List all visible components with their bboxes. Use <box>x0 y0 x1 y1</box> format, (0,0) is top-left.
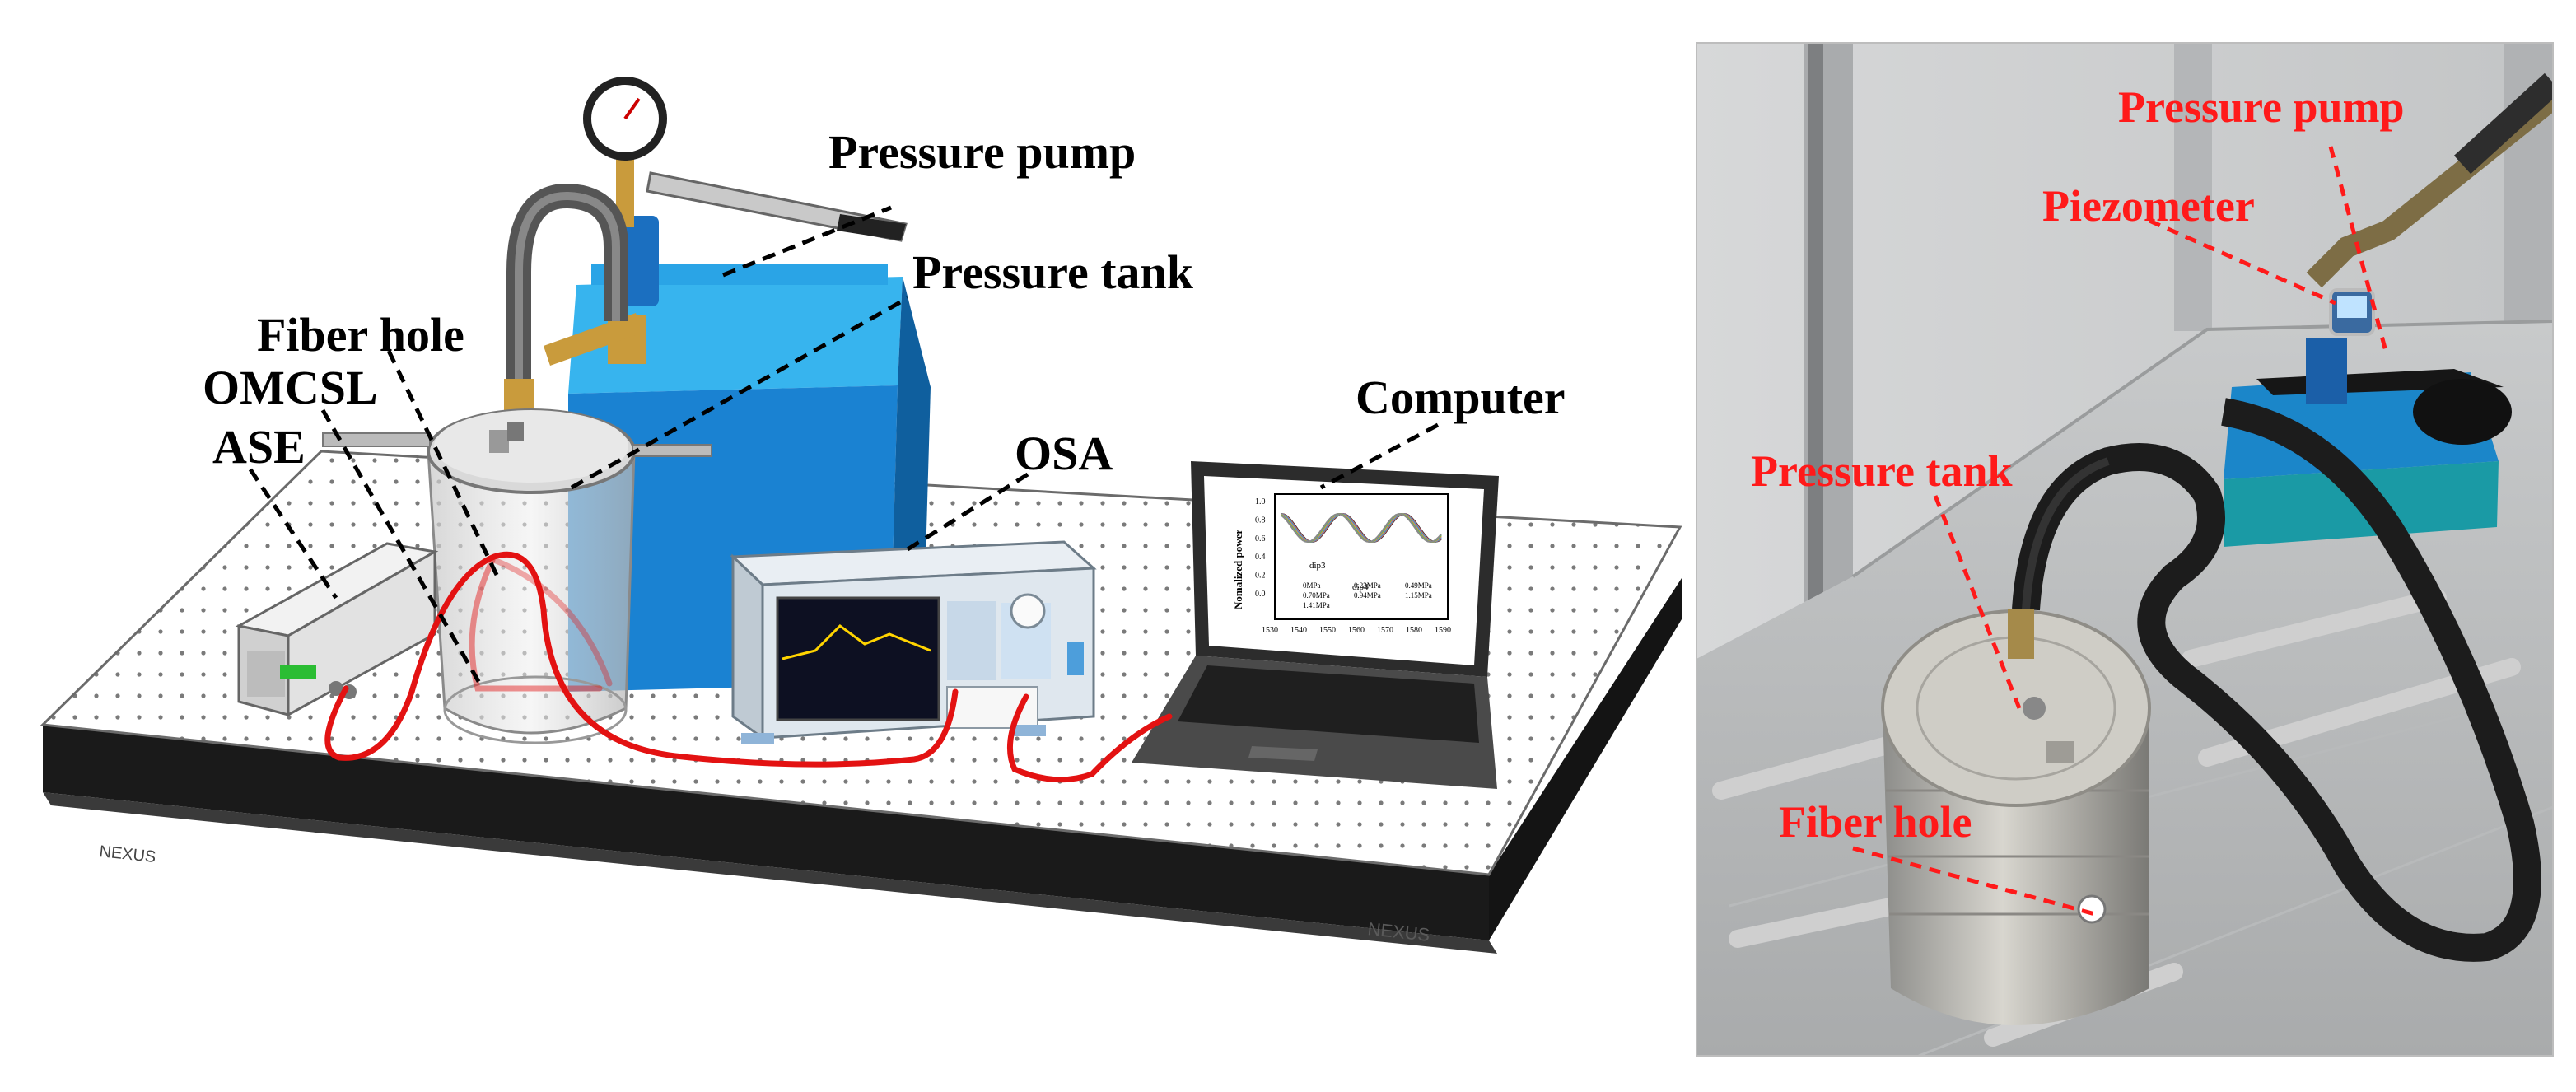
screen-plot-legend-entry: 0.94MPa <box>1354 591 1381 600</box>
schematic: NEXUS NEXUS <box>40 77 1682 954</box>
leader-pressure-tank <box>570 296 909 490</box>
leader-osa <box>899 472 1029 556</box>
leader-omcsl <box>320 408 485 690</box>
leader-ase <box>248 468 338 600</box>
ase-device <box>235 542 439 717</box>
label-omcsl: OMCSL <box>203 361 378 414</box>
label-pressure-tank: Pressure tank <box>912 245 1194 299</box>
screen-plot-xtick: 1590 <box>1435 626 1451 635</box>
screen-plot-xtick: 1560 <box>1348 626 1365 635</box>
screen-plot-ytick: 0.2 <box>1255 572 1266 581</box>
label-ase: ASE <box>212 420 306 474</box>
screen-plot-legend-entry: 1.41MPa <box>1303 601 1330 609</box>
leader-computer <box>1319 422 1440 490</box>
label-fiber-hole: Fiber hole <box>257 308 464 362</box>
screen-plot-ytick: 1.0 <box>1255 497 1266 506</box>
screen-plot-legend-entry: 0.23MPa <box>1354 581 1381 590</box>
screen-plot-xtick: 1580 <box>1406 626 1422 635</box>
osa-device <box>730 540 1097 744</box>
screen-plot-xtick: 1570 <box>1377 626 1393 635</box>
label-osa: OSA <box>1015 427 1113 480</box>
screen-plot-xtick: 1530 <box>1262 626 1278 635</box>
dip3-annotation: dip3 <box>1309 561 1326 571</box>
photo-label-pressure-pump: Pressure pump <box>2118 82 2405 132</box>
screen-plot-legend-entry: 1.15MPa <box>1405 591 1432 600</box>
screen-plot-ytick: 0.4 <box>1255 553 1266 562</box>
photo-leader-pressure-pump <box>2328 146 2389 355</box>
fiber-ase-to-osa <box>324 551 959 768</box>
leader-pressure-pump <box>722 205 892 278</box>
dip4-annotation: dip4 <box>1352 582 1369 592</box>
screen-plot-legend-entry: 0.49MPa <box>1405 581 1432 590</box>
photo-panel: Pressure pump Piezometer Pressure tank F… <box>1696 43 2553 1056</box>
screen-plot: Nomalized power 1.0 0.8 0.6 0.4 0.2 0.0 1530 1… <box>1232 493 1451 635</box>
screen-plot-legend-entry: 0MPa <box>1303 581 1321 590</box>
screen-plot-xtick: 1550 <box>1319 626 1336 635</box>
photo-pressure-tank <box>1881 609 2151 1025</box>
photo-leader-fiber-hole <box>1852 846 2096 917</box>
table-logo-left: NEXUS <box>98 842 156 866</box>
screen-plot-ytick: 0.8 <box>1255 516 1266 525</box>
label-pressure-pump: Pressure pump <box>828 125 1136 179</box>
label-computer: Computer <box>1356 371 1566 424</box>
pressure-tank <box>322 408 712 744</box>
photo-label-fiber-hole: Fiber hole <box>1779 797 1972 847</box>
screen-plot-curve <box>1281 513 1442 544</box>
screen-plot-ytick: 0.6 <box>1255 534 1266 544</box>
computer: Nomalized power 1.0 0.8 0.6 0.4 0.2 0.0 1530 1… <box>1132 461 1499 789</box>
photo-label-piezometer: Piezometer <box>2042 181 2255 231</box>
photo-leader-piezometer <box>2148 218 2337 306</box>
screen-plot-legend-entry: 0.70MPa <box>1303 591 1330 600</box>
screen-plot-xtick: 1540 <box>1290 626 1307 635</box>
photo-label-pressure-tank: Pressure tank <box>1751 446 2013 496</box>
screen-plot-ytick: 0.0 <box>1255 590 1266 599</box>
screen-plot-ylabel: Nomalized power <box>1232 530 1244 609</box>
fiber-osa-to-computer <box>1007 693 1173 783</box>
